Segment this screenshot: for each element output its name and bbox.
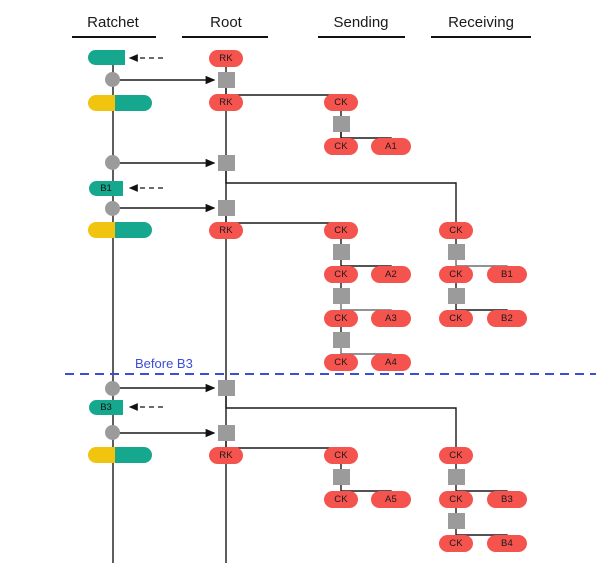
receiving-message-key: B1: [487, 266, 527, 283]
root-key-node: RK: [209, 50, 243, 67]
ratchet-pill-b1: B1: [89, 181, 123, 196]
column-rule-sending: [318, 36, 405, 38]
kdf-box: [218, 380, 235, 396]
receiving-chain-key: CK: [439, 447, 473, 464]
ratchet-pill-initial: [88, 50, 125, 65]
ratchet-seg-teal: [114, 447, 152, 463]
receiving-chain-key: CK: [439, 222, 473, 239]
kdf-box: [333, 116, 350, 132]
receiving-chain-key: CK: [439, 535, 473, 552]
sending-chain-key: CK: [324, 310, 358, 327]
root-key-node: RK: [209, 94, 243, 111]
ratchet-seg-teal: [114, 222, 152, 238]
kdf-box: [333, 469, 350, 485]
ratchet-pill-3: [88, 447, 152, 463]
ratchet-seg-teal: [114, 95, 152, 111]
column-header-receiving: Receiving: [448, 14, 514, 31]
column-header-sending: Sending: [333, 14, 389, 31]
kdf-box: [218, 72, 235, 88]
kdf-box: [218, 200, 235, 216]
sending-message-key: A5: [371, 491, 411, 508]
root-key-node: RK: [209, 222, 243, 239]
ratchet-to-root-arrows: [115, 75, 216, 438]
ratchet-pill-1: [88, 95, 152, 111]
sending-message-key: A3: [371, 310, 411, 327]
kdf-box: [333, 332, 350, 348]
ratchet-pill-2: [88, 222, 152, 238]
receiving-chain-key: CK: [439, 266, 473, 283]
sending-message-key: A2: [371, 266, 411, 283]
receiving-message-key: B3: [487, 491, 527, 508]
kdf-box: [448, 244, 465, 260]
ratchet-dot-1: [105, 72, 120, 87]
column-rule-ratchet: [72, 36, 156, 38]
ratchet-pill-b3: B3: [89, 400, 123, 415]
sending-chain-key: CK: [324, 491, 358, 508]
sending-message-key: A4: [371, 354, 411, 371]
kdf-box: [448, 513, 465, 529]
ratchet-dot-3: [105, 201, 120, 216]
kdf-box: [448, 469, 465, 485]
ratchet-dot-5: [105, 425, 120, 440]
kdf-box: [218, 425, 235, 441]
incoming-dashed-arrows: [128, 54, 163, 411]
before-b3-label: Before B3: [135, 356, 193, 371]
ratchet-seg-yellow: [88, 222, 115, 238]
column-header-ratchet: Ratchet: [87, 14, 139, 31]
kdf-box: [218, 155, 235, 171]
sending-chain-key: CK: [324, 447, 358, 464]
kdf-box: [333, 244, 350, 260]
sending-message-key: A1: [371, 138, 411, 155]
sending-chain-key: CK: [324, 354, 358, 371]
kdf-box: [448, 288, 465, 304]
ratchet-seg-yellow: [88, 447, 115, 463]
column-rule-receiving: [431, 36, 531, 38]
ratchet-seg-yellow: [88, 95, 115, 111]
ratchet-dot-4: [105, 381, 120, 396]
sending-chain-key: CK: [324, 222, 358, 239]
sending-chain-key: CK: [324, 266, 358, 283]
column-rule-root: [182, 36, 268, 38]
column-header-root: Root: [210, 14, 242, 31]
ratchet-dot-2: [105, 155, 120, 170]
root-key-node: RK: [209, 447, 243, 464]
kdf-box: [333, 288, 350, 304]
receiving-chain-key: CK: [439, 310, 473, 327]
root-branch-sending-mid: [225, 216, 342, 224]
receiving-chain-key: CK: [439, 491, 473, 508]
root-branch-receiving-bottom: [225, 396, 457, 449]
root-branch-receiving-top: [225, 171, 457, 224]
root-branch-sending-top: [225, 88, 342, 96]
receiving-message-key: B4: [487, 535, 527, 552]
receiving-message-key: B2: [487, 310, 527, 327]
sending-chain-key: CK: [324, 138, 358, 155]
root-branch-sending-bottom: [225, 441, 342, 449]
sending-chain-key: CK: [324, 94, 358, 111]
